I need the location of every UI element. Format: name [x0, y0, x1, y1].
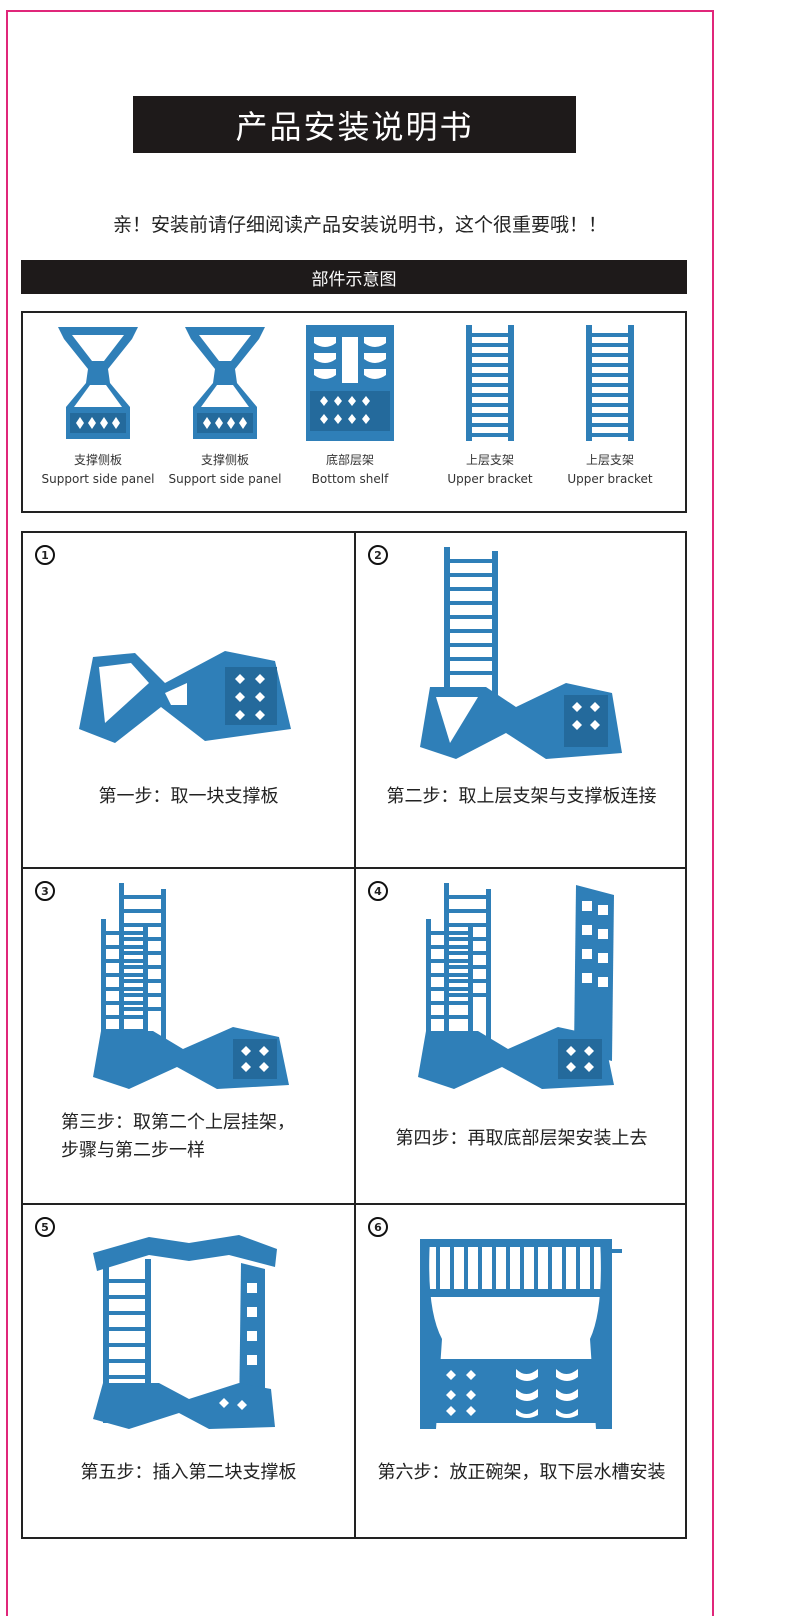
page-title: 产品安装说明书	[133, 96, 576, 153]
support-side-panel-icon	[185, 327, 265, 439]
step-caption: 步骤与第二步一样	[61, 1140, 205, 1161]
step-caption: 第一步：取一块支撑板	[98, 786, 279, 807]
part-label-en: Support side panel	[168, 472, 282, 486]
step-number: 5	[35, 1217, 55, 1237]
support-side-panel-icon	[58, 327, 138, 439]
part-label-cn: 底部层架	[325, 453, 374, 467]
step-caption: 第四步：再取底部层架安装上去	[395, 1128, 648, 1149]
step-number: 1	[35, 545, 55, 565]
part-label-en: Support side panel	[41, 472, 155, 486]
step-cell: 4	[356, 869, 687, 1203]
step-cell: 5 第五步：插入第二块支撑板	[23, 1205, 354, 1539]
step-cell: 3 第	[23, 869, 354, 1203]
part-label-cn: 上层支架	[465, 453, 514, 467]
part-label-cn: 支撑侧板	[200, 453, 249, 467]
step-caption: 第二步：取上层支架与支撑板连接	[386, 786, 657, 807]
part-label-en: Bottom shelf	[311, 472, 389, 486]
step-2-illustration-icon	[420, 547, 622, 759]
part-item: 上层支架 Upper bracket	[545, 323, 675, 508]
step-cell: 2 第二步：取上层支架与支撑板连接	[356, 533, 687, 867]
upper-bracket-icon	[586, 325, 634, 441]
intro-text: 亲！安装前请仔细阅读产品安装说明书，这个很重要哦！！	[112, 214, 607, 236]
part-item: 支撑侧板 Support side panel	[33, 323, 163, 508]
part-item: 支撑侧板 Support side panel	[160, 323, 290, 508]
bottom-shelf-icon	[306, 325, 394, 441]
part-label-en: Upper bracket	[567, 472, 653, 486]
step-caption: 第六步：放正碗架，取下层水槽安装	[377, 1462, 666, 1483]
step-6-illustration-icon	[420, 1239, 622, 1429]
parts-diagram: 支撑侧板 Support side panel 支撑侧板 Support sid…	[21, 311, 687, 513]
step-3-illustration-icon	[93, 883, 289, 1089]
step-4-illustration-icon	[418, 883, 614, 1089]
upper-bracket-icon	[466, 325, 514, 441]
part-label-cn: 支撑侧板	[73, 453, 122, 467]
part-item: 底部层架 Bottom shelf	[285, 323, 415, 508]
step-5-illustration-icon	[93, 1235, 277, 1429]
step-cell: 1 第一步：取一块支撑板	[23, 533, 354, 867]
step-number: 4	[368, 881, 388, 901]
parts-section-title: 部件示意图	[21, 260, 687, 294]
step-caption: 第三步：取第二个上层挂架，	[61, 1112, 295, 1133]
step-number: 6	[368, 1217, 388, 1237]
grid-divider	[23, 867, 685, 869]
page-frame	[6, 10, 714, 1616]
step-1-illustration-icon	[79, 651, 291, 743]
step-caption: 第五步：插入第二块支撑板	[80, 1462, 297, 1483]
part-item: 上层支架 Upper bracket	[425, 323, 555, 508]
steps-grid: 1 第一步：取一块支撑板 2	[21, 531, 687, 1539]
step-cell: 6 第六步：放正	[356, 1205, 687, 1539]
part-label-cn: 上层支架	[585, 453, 634, 467]
grid-divider	[23, 1203, 685, 1205]
step-number: 3	[35, 881, 55, 901]
step-number: 2	[368, 545, 388, 565]
grid-divider	[354, 533, 356, 1537]
part-label-en: Upper bracket	[447, 472, 533, 486]
